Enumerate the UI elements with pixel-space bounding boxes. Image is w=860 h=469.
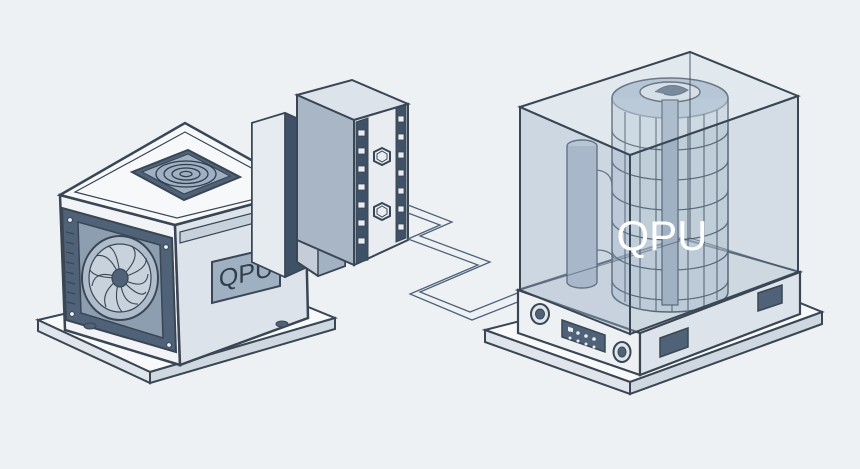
glass-enclosure <box>517 50 801 336</box>
fan-icon <box>81 235 159 321</box>
control-panel <box>561 318 606 354</box>
right-qpu-unit: QPU <box>514 50 804 377</box>
middle-module-stack <box>251 78 411 279</box>
base-port-right <box>612 341 632 363</box>
spiral-vent-icon <box>129 148 243 202</box>
hex-bolt-icon <box>373 146 391 167</box>
connecting-cable <box>406 204 529 321</box>
hex-bolt-icon <box>373 201 391 222</box>
base-port-left <box>530 303 550 325</box>
right-qpu-label: QPU <box>616 212 707 259</box>
